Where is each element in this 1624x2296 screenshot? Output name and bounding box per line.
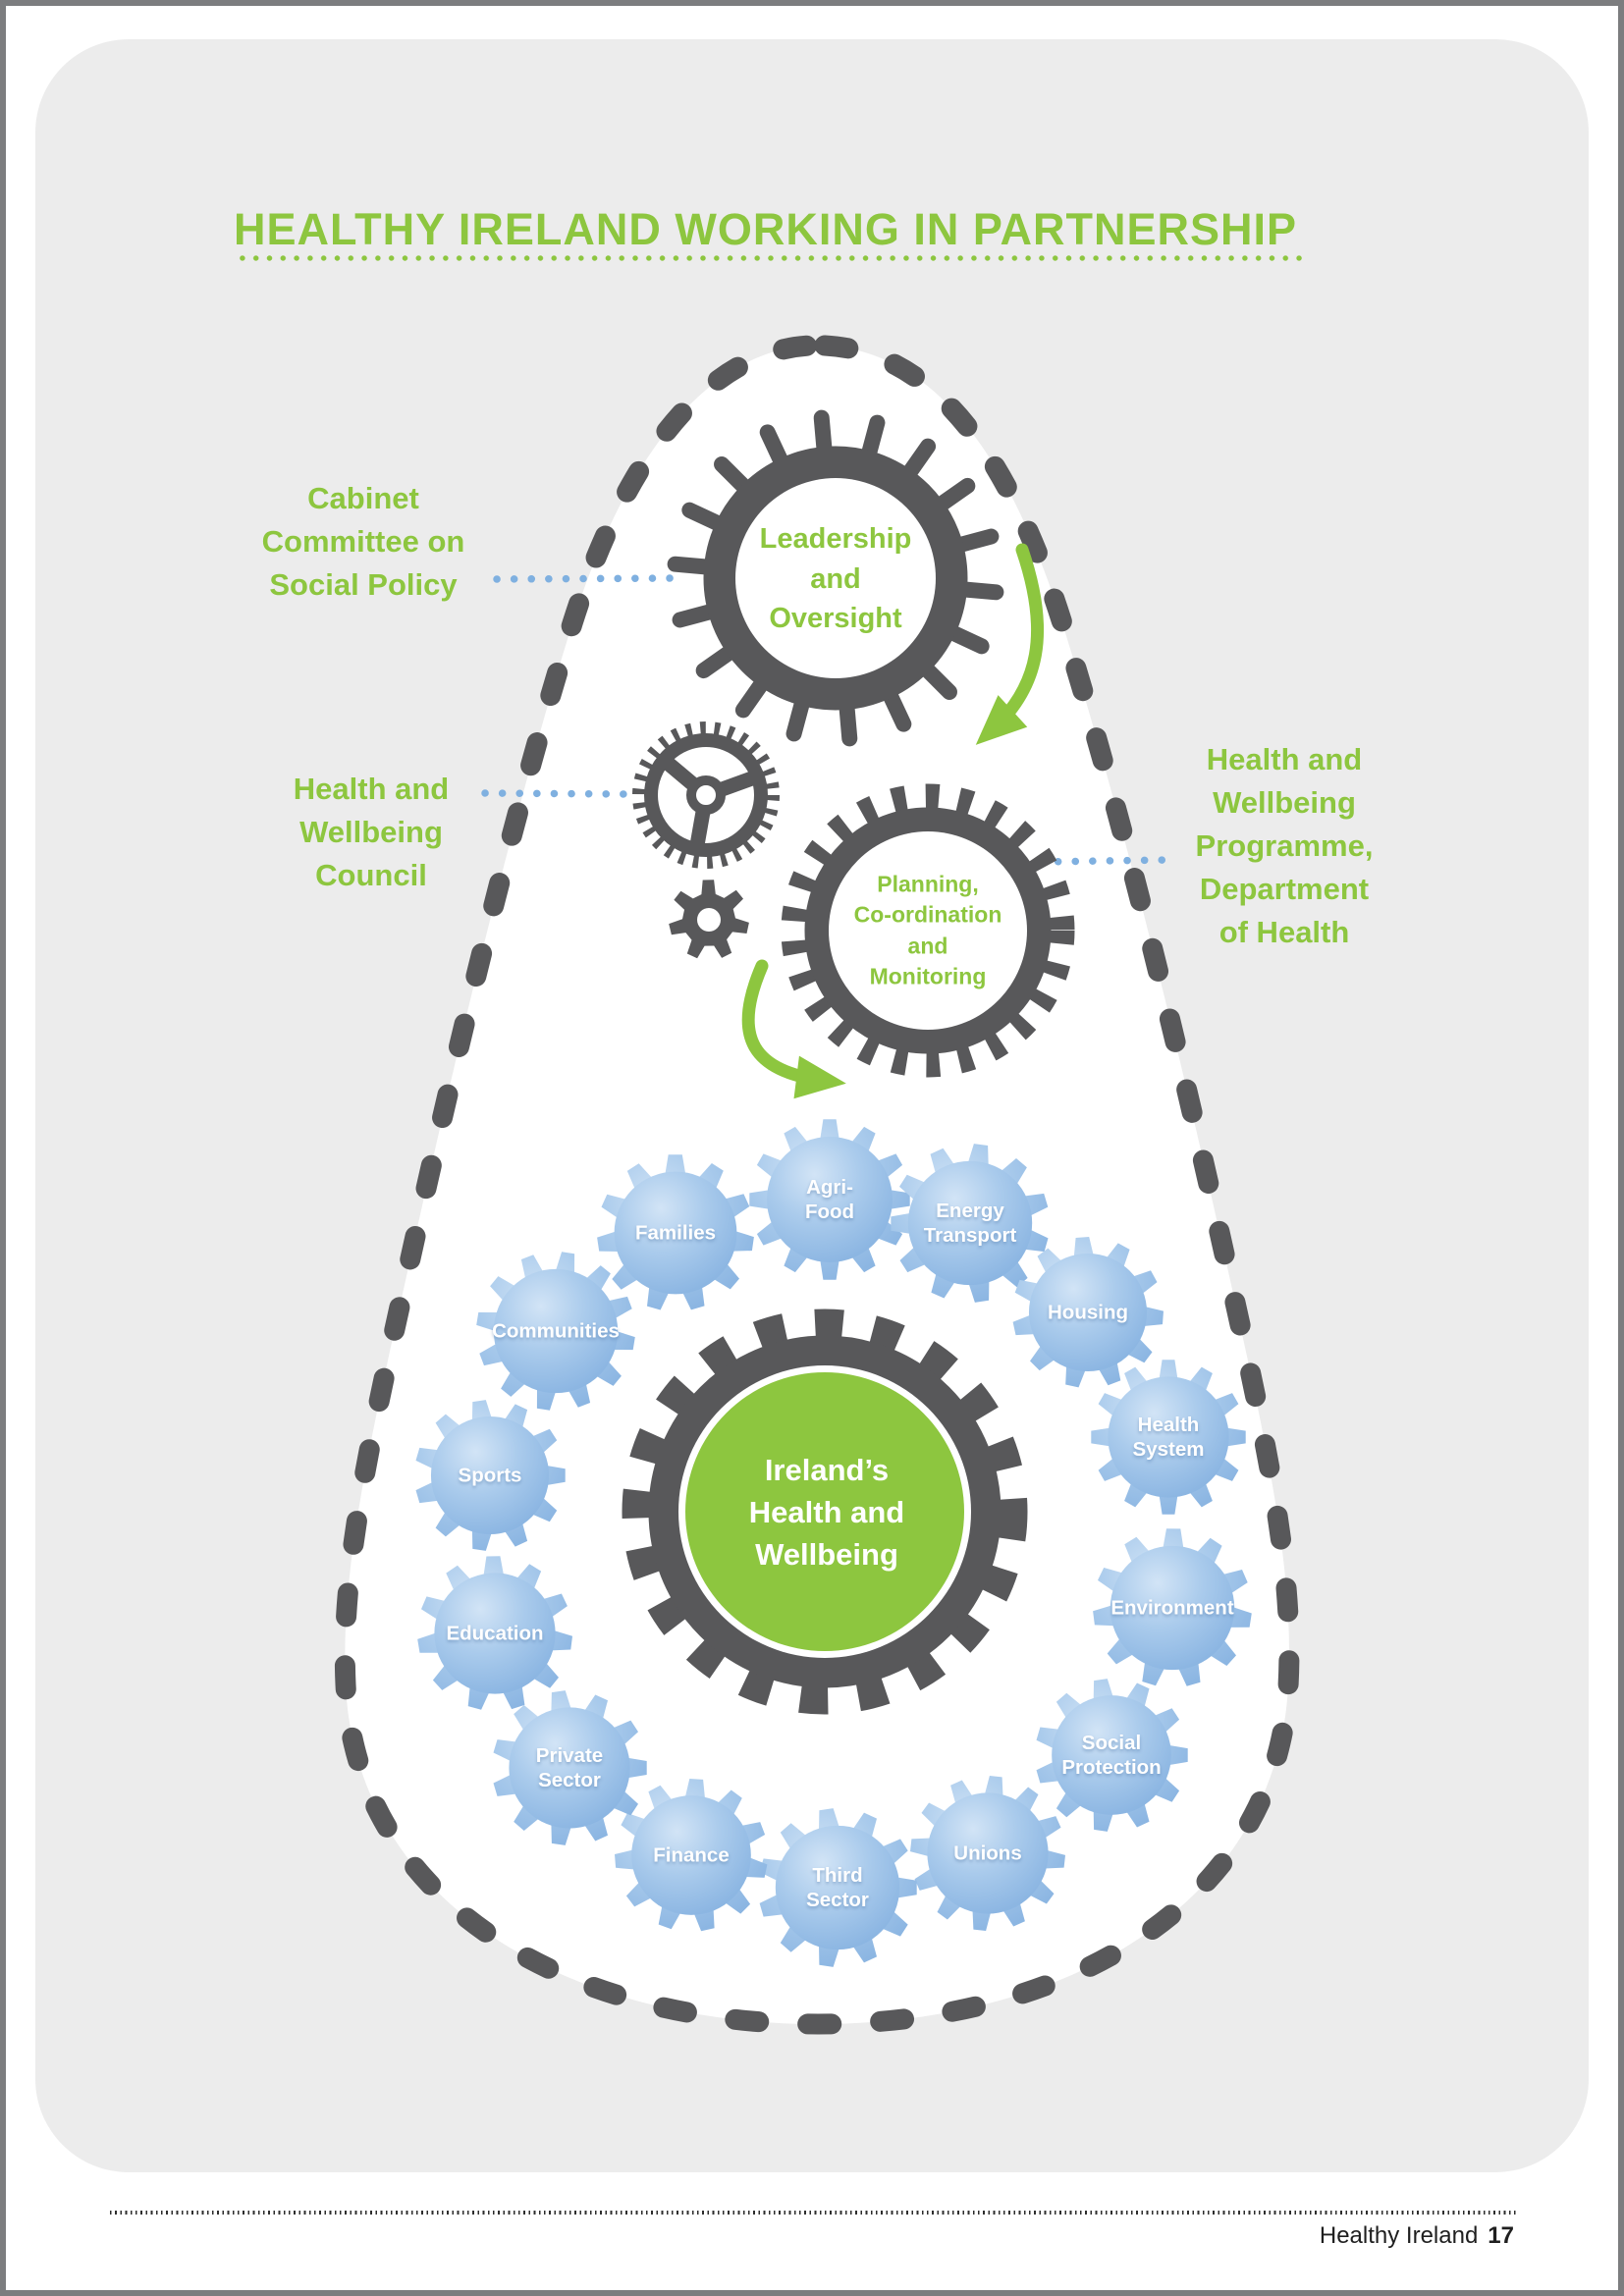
sector-gear-label: Unions bbox=[953, 1842, 1022, 1865]
sector-gear bbox=[1036, 1679, 1188, 1832]
sector-gear-label: Environment bbox=[1110, 1596, 1234, 1620]
small-gear-icon bbox=[669, 880, 749, 959]
title-underline-dots bbox=[236, 253, 1308, 263]
sector-gear bbox=[597, 1154, 754, 1310]
sector-gear bbox=[415, 1400, 566, 1551]
label-health-wellbeing-council: Health and Wellbeing Council bbox=[293, 771, 450, 893]
sector-gear bbox=[759, 1808, 917, 1967]
rotation-arrow-planning-icon bbox=[741, 959, 846, 1099]
sector-gear-label: Private Sector bbox=[535, 1744, 604, 1791]
page-title: HEALTHY IRELAND WORKING IN PARTNERSHIP bbox=[234, 204, 1298, 254]
sector-gear-label: Families bbox=[634, 1221, 717, 1245]
sector-gear bbox=[1093, 1528, 1252, 1686]
sector-gear bbox=[910, 1776, 1065, 1931]
planning-gear-label: Planning, Co-ordination and Monitoring bbox=[853, 871, 1002, 989]
sector-gear-label: Finance bbox=[653, 1843, 730, 1867]
sector-gear bbox=[1091, 1360, 1246, 1515]
sector-gear bbox=[476, 1252, 635, 1411]
sector-gear bbox=[615, 1779, 768, 1932]
sector-gear bbox=[493, 1690, 647, 1845]
sector-gear-label: Social Protection bbox=[1061, 1732, 1162, 1779]
sector-gear bbox=[417, 1556, 572, 1710]
sector-gear-label: Health System bbox=[1132, 1414, 1205, 1461]
sector-gear-label: Communities bbox=[492, 1319, 620, 1343]
sector-gear-label: Sports bbox=[458, 1464, 522, 1487]
sector-gear bbox=[891, 1144, 1049, 1303]
leadership-gear-icon bbox=[667, 409, 1004, 747]
wheel-gear-icon bbox=[632, 721, 780, 869]
center-gear-label: Ireland’s Health and Wellbeing bbox=[748, 1452, 905, 1572]
sector-gear-label: Agri- Food bbox=[804, 1176, 855, 1223]
sector-gear-label: Education bbox=[446, 1622, 544, 1645]
sector-gear-label: Third Sector bbox=[806, 1864, 869, 1911]
connector-dots-council bbox=[481, 789, 634, 798]
connector-dots-programme bbox=[1037, 856, 1172, 866]
sector-gear-label: Energy Transport bbox=[923, 1200, 1017, 1247]
sector-gear bbox=[1012, 1237, 1164, 1388]
rotation-arrow-leadership-icon bbox=[975, 543, 1045, 745]
sector-gear-label: Housing bbox=[1048, 1301, 1128, 1324]
sector-gear bbox=[749, 1119, 910, 1280]
label-health-wellbeing-programme: Health and Wellbeing Programme, Departme… bbox=[1195, 741, 1374, 950]
footer-dotted-rule bbox=[110, 2211, 1516, 2215]
connector-dots-cabinet bbox=[493, 574, 677, 583]
footer-brand: Healthy Ireland bbox=[1319, 2222, 1479, 2249]
leadership-gear-label: Leadership and Oversight bbox=[759, 523, 912, 635]
planning-gear-icon bbox=[781, 783, 1075, 1078]
footer: Healthy Ireland 17 bbox=[1320, 2222, 1514, 2250]
sector-gears bbox=[415, 1119, 1252, 1967]
center-gear-icon bbox=[622, 1308, 1028, 1715]
label-cabinet-committee: Cabinet Committee on Social Policy bbox=[261, 480, 465, 603]
footer-page-number: 17 bbox=[1488, 2222, 1514, 2249]
